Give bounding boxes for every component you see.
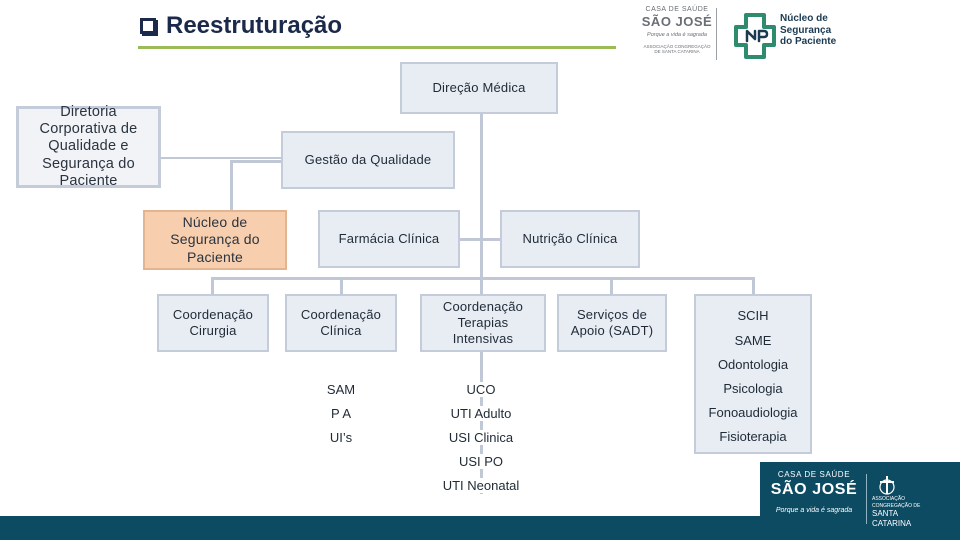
slide-title: Reestruturação bbox=[140, 12, 342, 40]
list-item-usi-po: USI PO bbox=[422, 454, 540, 469]
coordenacao-clinica-box: Coordenação Clínica bbox=[285, 294, 397, 352]
footer-casa-text: CASA DE SAÚDE bbox=[777, 470, 851, 479]
list-item-fonoaudiologia: Fonoaudiologia bbox=[708, 405, 798, 420]
list-item-uco: UCO bbox=[422, 382, 540, 397]
nucleo-logo-line2: Segurança bbox=[780, 24, 832, 36]
list-item-psicologia: Psicologia bbox=[723, 381, 783, 396]
list-item-uti-neonatal: UTI Neonatal bbox=[422, 478, 540, 493]
footer-sj-text: SÃO JOSÉ bbox=[770, 481, 858, 498]
list-item-pa: P A bbox=[330, 406, 351, 421]
connector-line bbox=[458, 238, 482, 241]
nutricao-clinica-box: Nutrição Clínica bbox=[500, 210, 640, 268]
connector-line bbox=[211, 277, 754, 280]
casa-sao-jose-logo: CASA DE SAÚDE SÃO JOSÉ Porque a vida é s… bbox=[640, 6, 714, 68]
footer-assoc-line3: SANTA bbox=[872, 509, 899, 518]
nucleo-cross-icon bbox=[734, 13, 776, 59]
logo-casa-text: CASA DE SAÚDE bbox=[645, 6, 709, 13]
connector-line bbox=[340, 277, 343, 295]
connector-line bbox=[211, 277, 214, 295]
logo-slogan-text: Porque a vida é sagrada bbox=[647, 32, 707, 38]
footer-divider bbox=[866, 474, 867, 524]
connector-line bbox=[610, 277, 613, 295]
servicos-apoio-box: Serviços de Apoio (SADT) bbox=[557, 294, 667, 352]
connector-line bbox=[230, 160, 233, 212]
list-item-uti-adulto: UTI Adulto bbox=[422, 406, 540, 421]
logo-sj-text: SÃO JOSÉ bbox=[641, 14, 713, 29]
logo-assoc-text-1: ASSOCIAÇÃO CONGREGAÇÃO bbox=[643, 44, 711, 49]
list-item-sam: SAM bbox=[326, 382, 356, 397]
diretoria-corporativa-box: Diretoria Corporativa de Qualidade e Seg… bbox=[16, 104, 161, 189]
nucleo-logo-line3: do Paciente bbox=[780, 36, 837, 47]
congregation-emblem-icon bbox=[879, 476, 895, 495]
sadt-services-box: SCIH SAME Odontologia Psicologia Fonoaud… bbox=[694, 294, 812, 454]
nucleo-logo-line1: Núcleo de bbox=[780, 13, 828, 24]
title-underline bbox=[138, 46, 616, 49]
direcao-medica-box: Direção Médica bbox=[400, 62, 558, 114]
connector-line bbox=[482, 238, 502, 241]
connector-line bbox=[159, 157, 283, 159]
footer-slogan-text: Porque a vida é sagrada bbox=[775, 507, 853, 514]
farmacia-clinica-box: Farmácia Clínica bbox=[318, 210, 460, 268]
list-item-usi-clinica: USI Clinica bbox=[422, 430, 540, 445]
logo-assoc-text-2: DE SANTA CATARINA bbox=[654, 49, 700, 54]
list-item-scih: SCIH bbox=[737, 308, 769, 323]
checkbox-bullet-icon bbox=[140, 18, 156, 34]
gestao-qualidade-box: Gestão da Qualidade bbox=[281, 131, 455, 189]
list-item-fisioterapia: Fisioterapia bbox=[719, 429, 787, 444]
nucleo-seguranca-box: Núcleo de Segurança do Paciente bbox=[143, 210, 287, 270]
footer-assoc-line2: CONGREGAÇÃO DE bbox=[872, 502, 921, 509]
coordenacao-cirurgia-box: Coordenação Cirurgia bbox=[157, 294, 269, 352]
list-item-same: SAME bbox=[734, 333, 772, 348]
connector-line bbox=[230, 160, 282, 163]
nucleo-logo: Núcleo de Segurança do Paciente bbox=[732, 9, 852, 63]
logo-divider bbox=[716, 8, 717, 60]
coordenacao-terapias-box: Coordenação Terapias Intensivas bbox=[420, 294, 546, 352]
footer-logo-panel: CASA DE SAÚDE SÃO JOSÉ Porque a vida é s… bbox=[760, 462, 960, 540]
list-item-uis: UI’s bbox=[329, 430, 353, 445]
footer-assoc-line4: CATARINA bbox=[872, 519, 912, 529]
connector-line bbox=[752, 277, 755, 295]
slide-title-text: Reestruturação bbox=[166, 12, 343, 39]
list-item-odontologia: Odontologia bbox=[717, 357, 789, 372]
footer-assoc-line1: ASSOCIAÇÃO bbox=[872, 496, 906, 502]
